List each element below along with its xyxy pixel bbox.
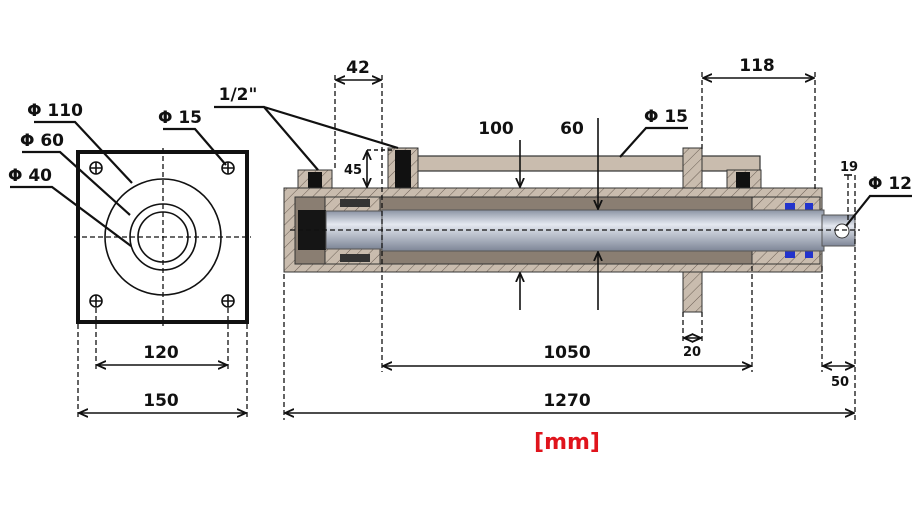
dim-rod-end: 50 bbox=[831, 375, 849, 390]
dim-hole-diameter: Φ 15 bbox=[158, 108, 202, 128]
dim-pipe-diameter: Φ 15 bbox=[644, 107, 688, 127]
unit-label: [mm] bbox=[534, 430, 600, 455]
bore-circle bbox=[137, 211, 189, 263]
dim-bracket-width: 20 bbox=[683, 345, 701, 360]
dim-pin-offset: 19 bbox=[840, 160, 858, 175]
dim-hole-spacing: 120 bbox=[143, 343, 179, 363]
dim-rod-diameter: 60 bbox=[560, 119, 584, 139]
dim-port-height: 45 bbox=[344, 163, 362, 178]
dim-port-offset: 42 bbox=[346, 58, 370, 78]
dim-mid-diameter: Φ 60 bbox=[20, 131, 64, 151]
dim-pin-hole: Φ 12 bbox=[868, 174, 912, 194]
dim-total-length: 1270 bbox=[543, 391, 590, 411]
dim-outer-diameter: Φ 110 bbox=[27, 101, 83, 121]
dim-width: 150 bbox=[143, 391, 179, 411]
dim-right-offset: 118 bbox=[739, 56, 775, 76]
dim-stroke: 1050 bbox=[543, 343, 590, 363]
outer-circle bbox=[104, 178, 222, 296]
dim-bore-diameter: Φ 40 bbox=[8, 166, 52, 186]
dim-tube-diameter: 100 bbox=[478, 119, 514, 139]
mounting-holes bbox=[89, 161, 235, 308]
pin-hole bbox=[834, 223, 850, 239]
dim-port-thread: 1/2" bbox=[219, 85, 258, 105]
mid-circle bbox=[129, 203, 197, 271]
pipe bbox=[409, 155, 761, 172]
front-view: Φ 110 Φ 60 Φ 40 Φ 15 120 150 bbox=[8, 101, 251, 420]
side-view: 42 118 45 100 60 Φ 15 1/2" 19 Φ 12 1050 … bbox=[214, 56, 912, 455]
seal bbox=[785, 203, 795, 211]
